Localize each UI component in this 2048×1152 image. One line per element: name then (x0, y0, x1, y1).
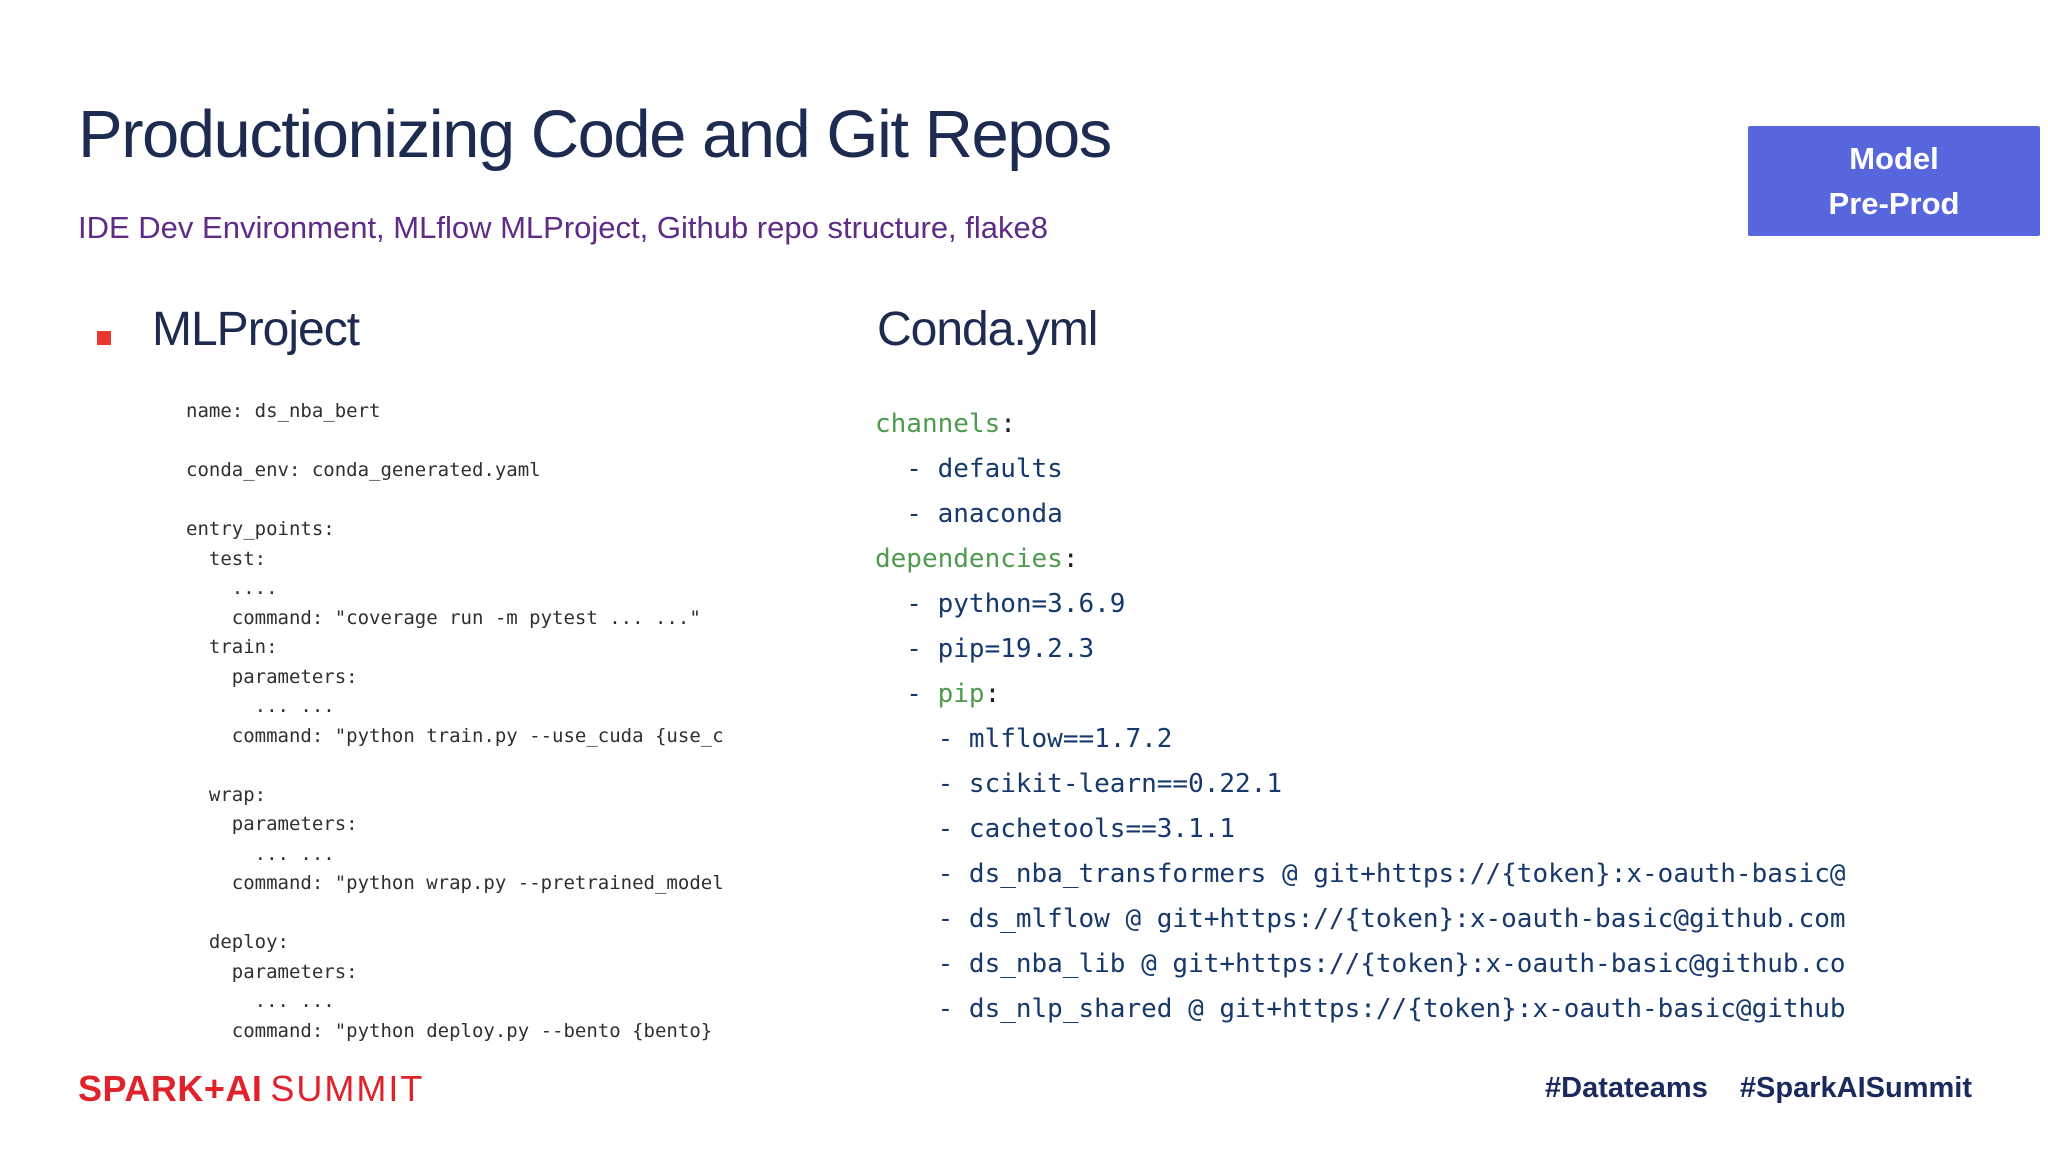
yaml-code-line: channels: (875, 409, 1016, 439)
logo-primary-text: SPARK+AI (78, 1068, 263, 1109)
yaml-code-line: - cachetools==3.1.1 (875, 814, 1236, 844)
page-title: Productionizing Code and Git Repos (78, 97, 1112, 172)
badge-line-2: Pre-Prod (1828, 186, 1960, 221)
hashtag-sparkaisummit: #SparkAISummit (1739, 1072, 1972, 1104)
logo-secondary-text: SUMMIT (270, 1068, 425, 1109)
yaml-code-line: - scikit-learn==0.22.1 (875, 769, 1282, 799)
yaml-code-line: - ds_nba_transformers @ git+https://{tok… (875, 859, 1846, 889)
page-subtitle: IDE Dev Environment, MLflow MLProject, G… (78, 210, 1049, 245)
yaml-code-line: dependencies: (875, 544, 1079, 574)
yaml-code-line: - pip=19.2.3 (875, 634, 1095, 664)
yaml-code-line: - python=3.6.9 (875, 589, 1126, 619)
conda-heading: Conda.yml (877, 303, 1098, 356)
yaml-key: dependencies (875, 544, 1063, 574)
yaml-code-line: - pip: (875, 679, 1001, 709)
hashtag-datateams: #Datateams (1545, 1072, 1708, 1104)
hashtags: #Datateams #SparkAISummit (1545, 1072, 1972, 1105)
mlproject-heading: MLProject (152, 303, 360, 356)
yaml-key: channels (875, 409, 1001, 439)
yaml-code-line: - defaults (875, 454, 1063, 484)
model-pre-prod-badge: Model Pre-Prod (1748, 126, 2040, 236)
yaml-code-line: - anaconda (875, 499, 1063, 529)
yaml-code-line: - ds_nba_lib @ git+https://{token}:x-oau… (875, 949, 1846, 979)
yaml-code-line: - ds_nlp_shared @ git+https://{token}:x-… (875, 994, 1846, 1024)
yaml-code-line: - ds_mlflow @ git+https://{token}:x-oaut… (875, 904, 1846, 934)
badge-line-1: Model (1849, 141, 1939, 176)
yaml-code-line: - mlflow==1.7.2 (875, 724, 1173, 754)
yaml-key: pip (937, 679, 985, 709)
conda-code: channels: - defaults - anaconda dependenc… (875, 402, 1846, 1032)
bullet-square-icon (97, 331, 111, 345)
mlproject-code: name: ds_nba_bert conda_env: conda_gener… (186, 400, 724, 1042)
